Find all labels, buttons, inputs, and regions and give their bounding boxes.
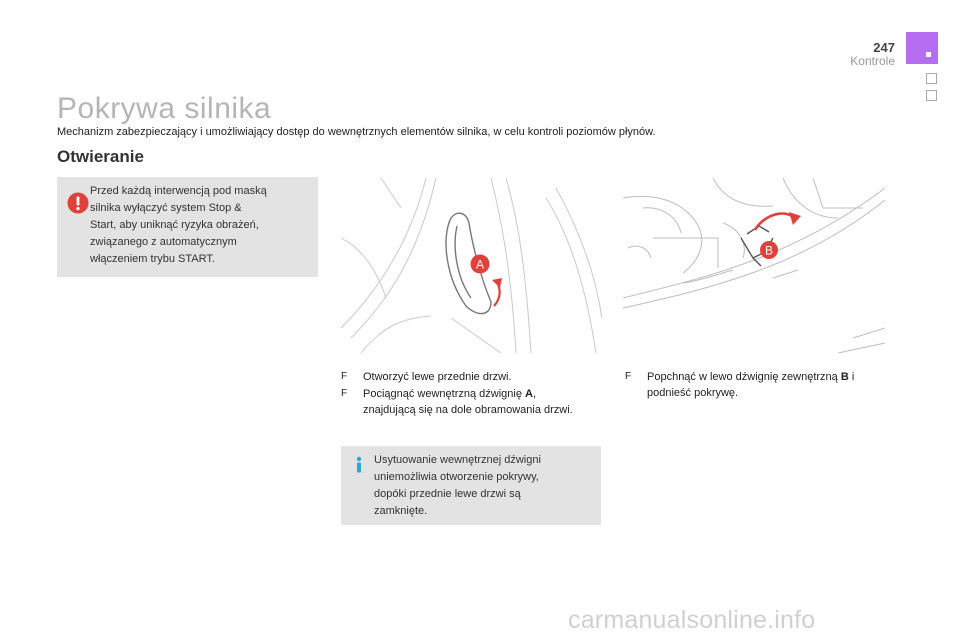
section-tab-active[interactable] — [906, 32, 938, 64]
figure-exterior-lever: B — [623, 178, 885, 353]
warning-box: Przed każdą interwencją pod maską silnik… — [57, 177, 318, 277]
section-name: Kontrole — [850, 54, 895, 68]
step-text: Pociągnąć wewnętrzną dźwignię — [363, 388, 526, 400]
warning-line: Przed każdą interwencją pod maską — [90, 185, 267, 197]
step-item: F Popchnąć w lewo dźwignię zewnętrzną B … — [625, 369, 900, 401]
info-line: dopóki przednie lewe drzwi są — [374, 488, 521, 500]
marker-a — [470, 254, 490, 274]
step-item: F Otworzyć lewe przednie drzwi. — [341, 369, 611, 385]
warning-line: Start, aby uniknąć ryzyka obrażeń, — [90, 219, 259, 231]
info-line: zamknięte. — [374, 505, 428, 517]
marker-b-label: B — [765, 244, 773, 258]
steps-left: F Otworzyć lewe przednie drzwi. F Pociąg… — [341, 369, 611, 419]
info-line: Usytuowanie wewnętrznej dźwigni — [374, 454, 541, 466]
figure-a-drawing: A — [341, 178, 602, 353]
step-text: Popchnąć w lewo dźwignię zewnętrzną — [647, 371, 841, 383]
bullet-icon: F — [341, 388, 348, 399]
steps-right: F Popchnąć w lewo dźwignię zewnętrzną B … — [625, 369, 900, 402]
step-text: znajdującą się na dole obramowania drzwi… — [363, 404, 573, 416]
bullet-icon: F — [625, 371, 632, 382]
lever-a-ref: A — [525, 388, 533, 400]
step-text: Otworzyć lewe przednie drzwi. — [363, 371, 512, 383]
step-item: F Pociągnąć wewnętrzną dźwignię A, znajd… — [341, 386, 611, 418]
warning-line: związanego z automatycznym — [90, 236, 237, 248]
warning-icon — [67, 192, 89, 214]
figure-b-drawing: B — [623, 178, 885, 353]
page-title: Pokrywa silnika — [57, 92, 272, 125]
section-subtitle: Otwieranie — [57, 147, 144, 166]
marker-a-label: A — [476, 258, 484, 272]
step-text: i — [848, 371, 855, 383]
section-tab[interactable] — [926, 90, 937, 101]
section-tab[interactable] — [926, 73, 937, 84]
page-number: 247 — [873, 40, 895, 55]
marker-b — [760, 241, 778, 259]
lever-b-ref: B — [840, 371, 849, 383]
watermark: carmanualsonline.info — [568, 606, 816, 634]
step-text: podnieść pokrywę. — [647, 387, 739, 399]
info-icon — [356, 456, 362, 473]
info-line: uniemożliwia otworzenie pokrywy, — [374, 471, 539, 483]
figure-interior-lever: A — [341, 178, 602, 353]
warning-line: silnika wyłączyć system Stop & — [90, 202, 242, 214]
warning-line: włączeniem trybu START. — [90, 253, 215, 265]
intro-text: Mechanizm zabezpieczający i umożliwiając… — [57, 126, 656, 138]
step-text: , — [533, 388, 537, 400]
bullet-icon: F — [341, 371, 348, 382]
info-box: Usytuowanie wewnętrznej dźwigni uniemożl… — [341, 446, 601, 525]
